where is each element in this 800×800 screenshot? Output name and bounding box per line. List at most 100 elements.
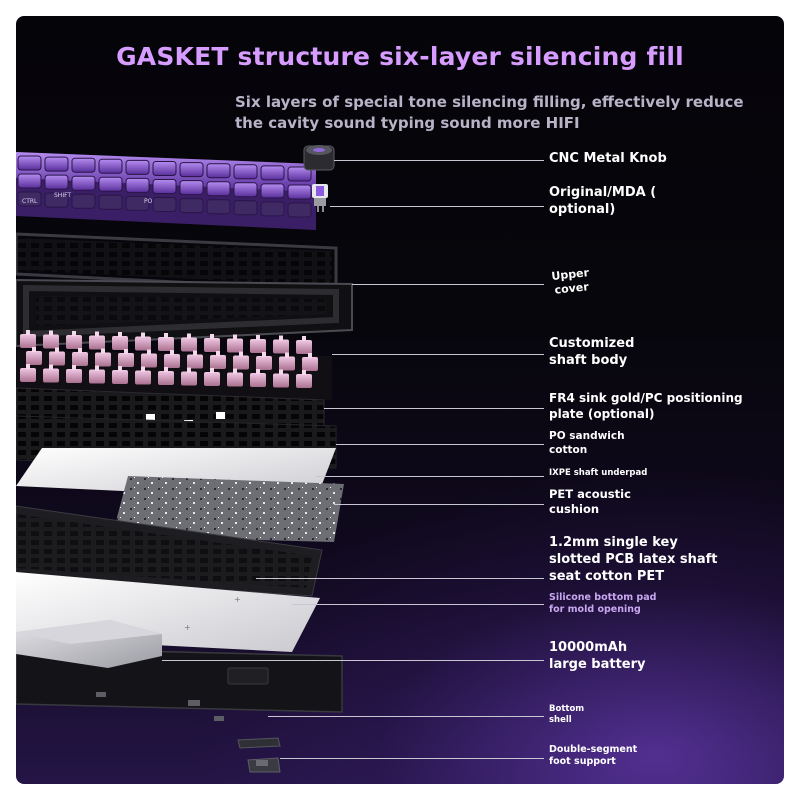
keycap xyxy=(98,158,123,174)
keycap xyxy=(152,179,177,194)
key-switch xyxy=(135,366,151,385)
key-switch xyxy=(112,366,128,384)
pcb-layer xyxy=(16,505,323,597)
single-keycap-sample xyxy=(312,184,328,212)
keycap-legend-ctrl: CTRL xyxy=(22,198,38,205)
keycap xyxy=(287,166,312,182)
product-infographic: GASKET structure six-layer silencing fil… xyxy=(16,16,784,784)
leader-line-battery xyxy=(162,660,544,661)
keycap xyxy=(44,156,69,172)
keycap-layer: CTRL SHIFT PO xyxy=(16,152,316,230)
key-switch xyxy=(118,349,134,367)
label-pet-cushion: PET acoustic cushion xyxy=(549,487,631,516)
key-switch xyxy=(273,335,289,354)
key-switch xyxy=(95,348,111,367)
label-foot-support: Double-segment foot support xyxy=(549,744,638,768)
label-shaft-body: Customized shaft body xyxy=(549,336,635,368)
keycap xyxy=(44,192,69,208)
key-switch xyxy=(89,365,105,384)
leader-line-knob xyxy=(334,160,544,161)
svg-text:+: + xyxy=(184,623,191,632)
key-switch xyxy=(43,364,59,383)
keycap xyxy=(179,180,204,196)
pet-cushion xyxy=(112,476,344,542)
leader-line-pcb xyxy=(256,578,544,579)
key-switch xyxy=(233,351,249,370)
keycap xyxy=(17,173,42,189)
label-bottom-shell: Bottom shell xyxy=(549,704,585,726)
page-subtitle: Six layers of special tone silencing fil… xyxy=(235,93,744,132)
leader-line-silicone xyxy=(292,604,544,605)
keycap xyxy=(233,164,258,180)
key-switch xyxy=(43,330,59,349)
key-switch xyxy=(49,347,65,366)
keycap xyxy=(71,157,96,173)
keycap xyxy=(44,174,69,190)
label-ixpe-underpad: IXPE shaft underpad xyxy=(549,468,648,478)
keycap xyxy=(206,181,231,197)
battery-pack xyxy=(16,620,162,668)
keycap xyxy=(260,201,285,217)
key-switch xyxy=(204,334,220,352)
label-silicone-pad: Silicone bottom pad for mold opening xyxy=(549,592,657,616)
keycap xyxy=(179,198,204,214)
label-keycaps: Original/MDA ( optional) xyxy=(549,185,657,217)
keycap xyxy=(233,200,258,216)
keycap xyxy=(152,197,177,212)
keycap xyxy=(179,162,204,178)
key-switch xyxy=(181,367,197,386)
keycap xyxy=(287,202,312,218)
label-pcb: 1.2mm single key slotted PCB latex shaft… xyxy=(549,535,718,584)
leader-line-switches xyxy=(332,354,544,355)
key-switch xyxy=(141,349,157,368)
page-title: GASKET structure six-layer silencing fil… xyxy=(116,42,684,71)
leader-line-keycaps xyxy=(330,206,544,207)
stabilizer xyxy=(216,412,225,419)
key-switch xyxy=(227,334,243,353)
key-switch xyxy=(158,367,174,385)
key-switch xyxy=(187,350,203,369)
foot-supports xyxy=(237,737,281,773)
label-battery: 10000mAh large battery xyxy=(549,640,646,672)
key-switch xyxy=(250,335,266,353)
leader-line-po-cotton xyxy=(336,444,544,445)
key-switch xyxy=(158,333,174,351)
key-switch xyxy=(20,364,36,382)
key-switch xyxy=(112,332,128,350)
key-switch xyxy=(296,336,312,354)
keycap xyxy=(287,184,312,200)
key-switch xyxy=(273,369,289,388)
keycap xyxy=(260,165,285,181)
keycap xyxy=(125,177,150,193)
label-po-cotton: PO sandwich cotton xyxy=(549,430,625,456)
keycap xyxy=(260,183,285,199)
keycap-legend-shift: SHIFT xyxy=(54,192,71,199)
key-switch xyxy=(227,368,243,387)
keycap xyxy=(17,191,42,207)
key-switch xyxy=(204,368,220,386)
key-switch xyxy=(66,365,82,383)
key-switch xyxy=(256,352,272,370)
leader-line-pet xyxy=(334,504,544,505)
leader-line-foot xyxy=(280,758,544,759)
label-cnc-metal-knob: CNC Metal Knob xyxy=(549,151,667,166)
key-switch xyxy=(279,352,295,371)
leader-line-upper-cover xyxy=(352,284,544,285)
metal-knob xyxy=(303,145,335,171)
upper-cover-layer xyxy=(16,232,353,348)
key-switch xyxy=(66,331,82,349)
key-switch xyxy=(250,369,266,387)
key-switch xyxy=(20,330,36,348)
stabilizer xyxy=(146,414,155,421)
keycap xyxy=(206,199,231,215)
exploded-keyboard-diagram: CTRL SHIFT PO xyxy=(16,145,353,773)
leader-line-plate xyxy=(324,408,544,409)
keycap xyxy=(71,175,96,191)
keycap-legend-po: PO xyxy=(144,198,153,205)
key-switch xyxy=(181,333,197,352)
key-switch xyxy=(164,350,180,368)
keycap xyxy=(98,194,123,210)
leader-line-bottom-shell xyxy=(268,716,544,717)
key-switch xyxy=(89,331,105,350)
key-switch xyxy=(135,332,151,351)
